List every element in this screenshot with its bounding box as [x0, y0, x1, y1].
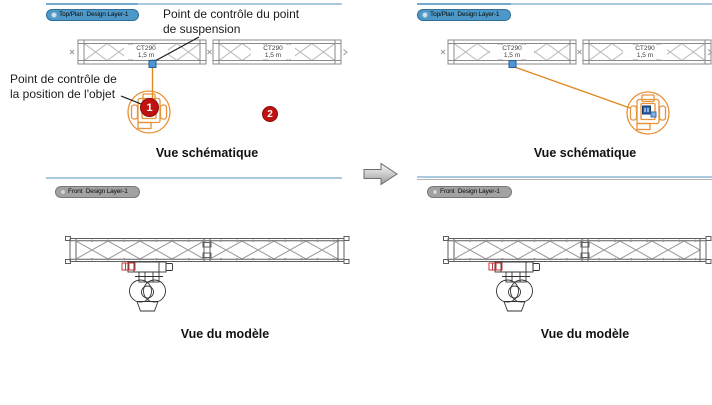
tab-label: Front Design Layer-1 [68, 187, 128, 195]
truss-label: CT290 1,5 m [124, 45, 168, 59]
viewport-border-top-right [417, 3, 712, 5]
viewport-border-bottom-right [417, 176, 712, 178]
tab-label: Top/Plan Design Layer-1 [59, 10, 129, 18]
viewport-border-accent [417, 3, 511, 5]
position-control-handle[interactable] [642, 105, 657, 118]
tab-dot-icon [432, 189, 438, 195]
suspension-control-point-right[interactable] [508, 60, 517, 68]
viewport-border-accent [46, 3, 138, 5]
suspension-control-point-left[interactable] [148, 60, 157, 68]
tab-dot-icon [422, 12, 428, 18]
viewport-border-top-left [46, 3, 342, 5]
caption-model-left: Vue du modèle [180, 327, 270, 341]
tab-topplan-left[interactable]: Top/Plan Design Layer-1 [46, 9, 139, 21]
truss-front-right[interactable] [443, 236, 712, 264]
caption-schematic-left: Vue schématique [155, 146, 259, 160]
tab-dot-icon [60, 189, 66, 195]
annotation-object-position: Point de contrôle de la position de l'ob… [10, 72, 117, 101]
truss-front-left[interactable] [65, 236, 350, 264]
truss-label: CT290 1,5 m [623, 45, 667, 59]
insertion-marker-icon [69, 49, 348, 56]
truss-label: CT290 1,5 m [490, 45, 534, 59]
callout-badge-1: 1 [140, 98, 159, 117]
page-boundary-line [417, 179, 712, 180]
annotation-suspension-point: Point de contrôle du point de suspension [163, 7, 300, 36]
tab-dot-icon [51, 12, 57, 18]
tab-front-left[interactable]: Front Design Layer-1 [55, 186, 140, 198]
suspension-leader-line [154, 36, 200, 62]
caption-schematic-right: Vue schématique [533, 146, 637, 160]
caption-model-right: Vue du modèle [540, 327, 630, 341]
tab-label: Front Design Layer-1 [440, 187, 500, 195]
viewport-border-bottom-left [46, 177, 342, 179]
hoist-link-line-right [515, 66, 631, 109]
truss-label: CT290 1,5 m [251, 45, 295, 59]
tab-topplan-right[interactable]: Top/Plan Design Layer-1 [417, 9, 511, 21]
transform-arrow-icon [363, 162, 398, 186]
tab-front-right[interactable]: Front Design Layer-1 [427, 186, 512, 198]
tab-label: Top/Plan Design Layer-1 [430, 10, 500, 18]
callout-badge-2: 2 [262, 106, 278, 122]
